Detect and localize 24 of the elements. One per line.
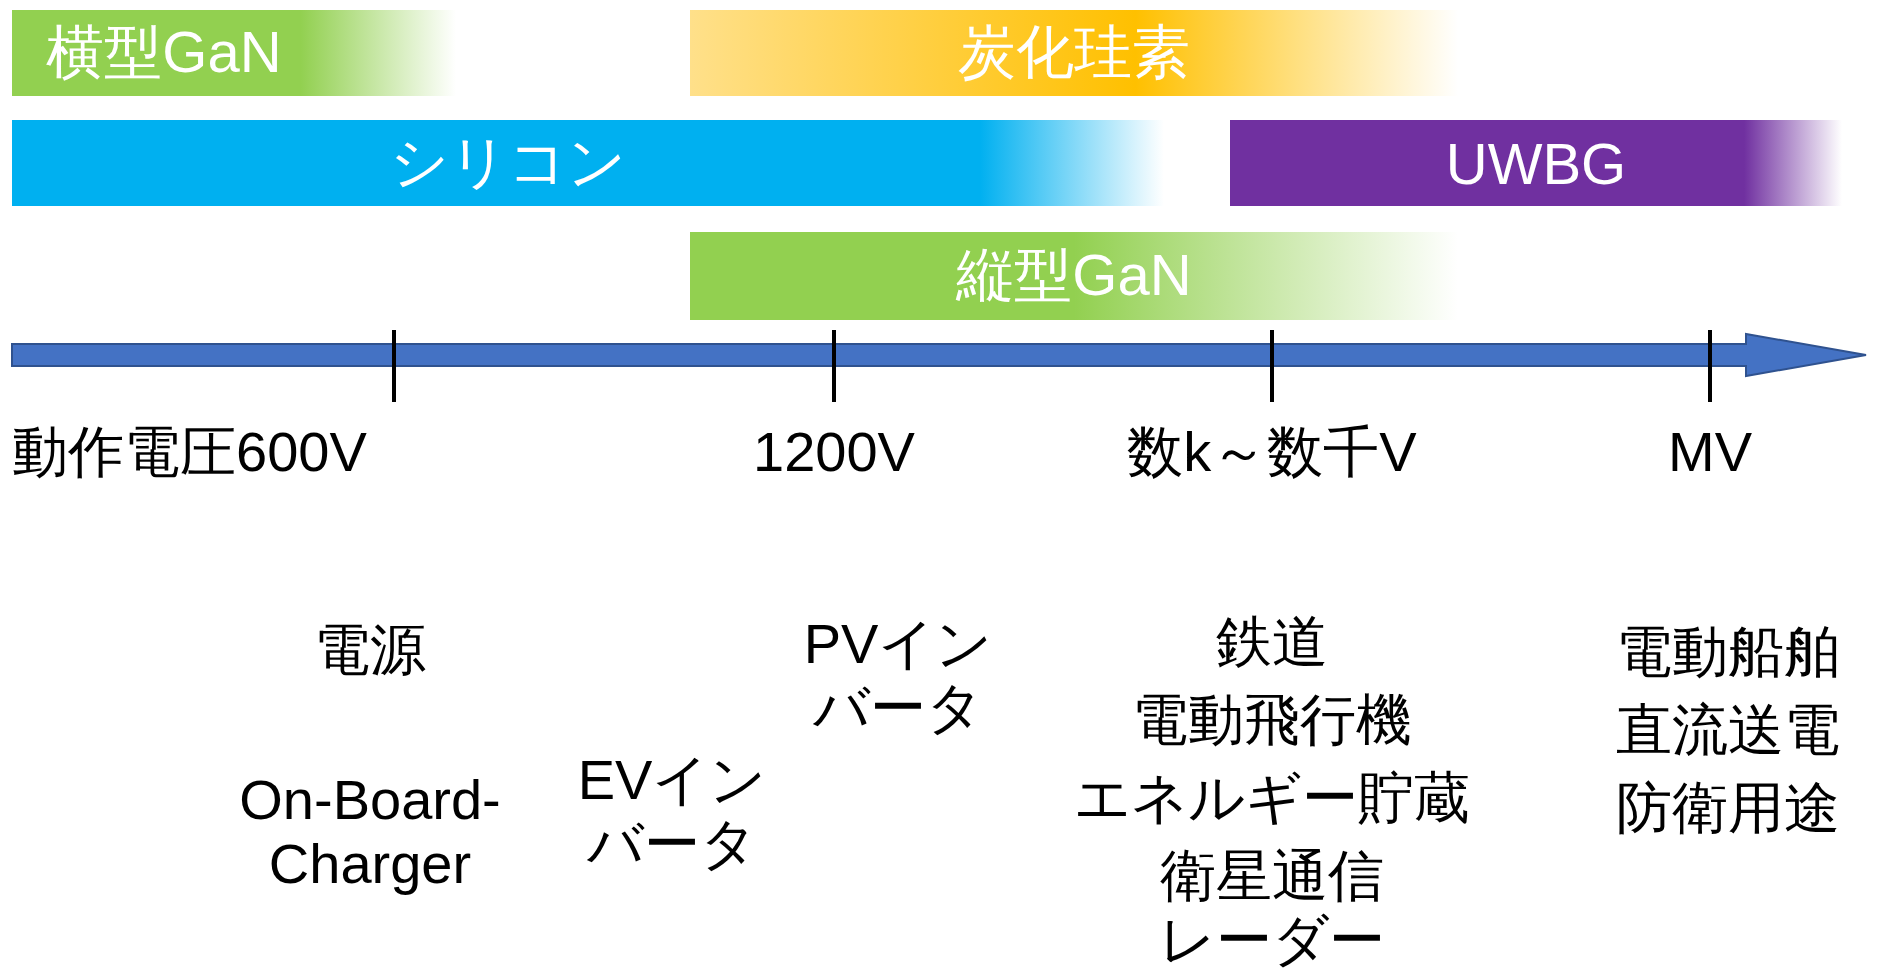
band-label: 縦型GaN — [956, 241, 1192, 309]
application-label: 衛星通信 — [1160, 844, 1384, 909]
voltage-label: 動作電圧600V — [12, 420, 367, 485]
voltage-label: 1200V — [753, 420, 915, 485]
band-label: UWBG — [1445, 129, 1627, 197]
technology-band — [12, 120, 1164, 206]
application-label: エネルギー貯蔵 — [1074, 766, 1470, 831]
application-label: 鉄道 — [1216, 610, 1328, 675]
band-label: 横型GaN — [46, 18, 282, 86]
technology-band — [12, 10, 456, 96]
voltage-label: MV — [1668, 420, 1752, 485]
application-label: PVインバータ — [802, 612, 994, 741]
application-label: 電動船舶 — [1616, 620, 1840, 685]
application-label: レーダー — [1159, 908, 1385, 970]
band-label: 炭化珪素 — [958, 18, 1190, 86]
voltage-label: 数k～数千V — [1127, 420, 1417, 485]
technology-band — [1230, 120, 1842, 206]
application-label: 直流送電 — [1616, 698, 1840, 763]
application-label: 防衛用途 — [1616, 776, 1840, 841]
application-label: 電動飛行機 — [1132, 688, 1412, 753]
application-label: 電源 — [314, 618, 426, 683]
band-label: シリコン — [390, 128, 626, 196]
application-label: EVインバータ — [576, 748, 768, 877]
application-label: On-Board-Charger — [238, 768, 502, 897]
